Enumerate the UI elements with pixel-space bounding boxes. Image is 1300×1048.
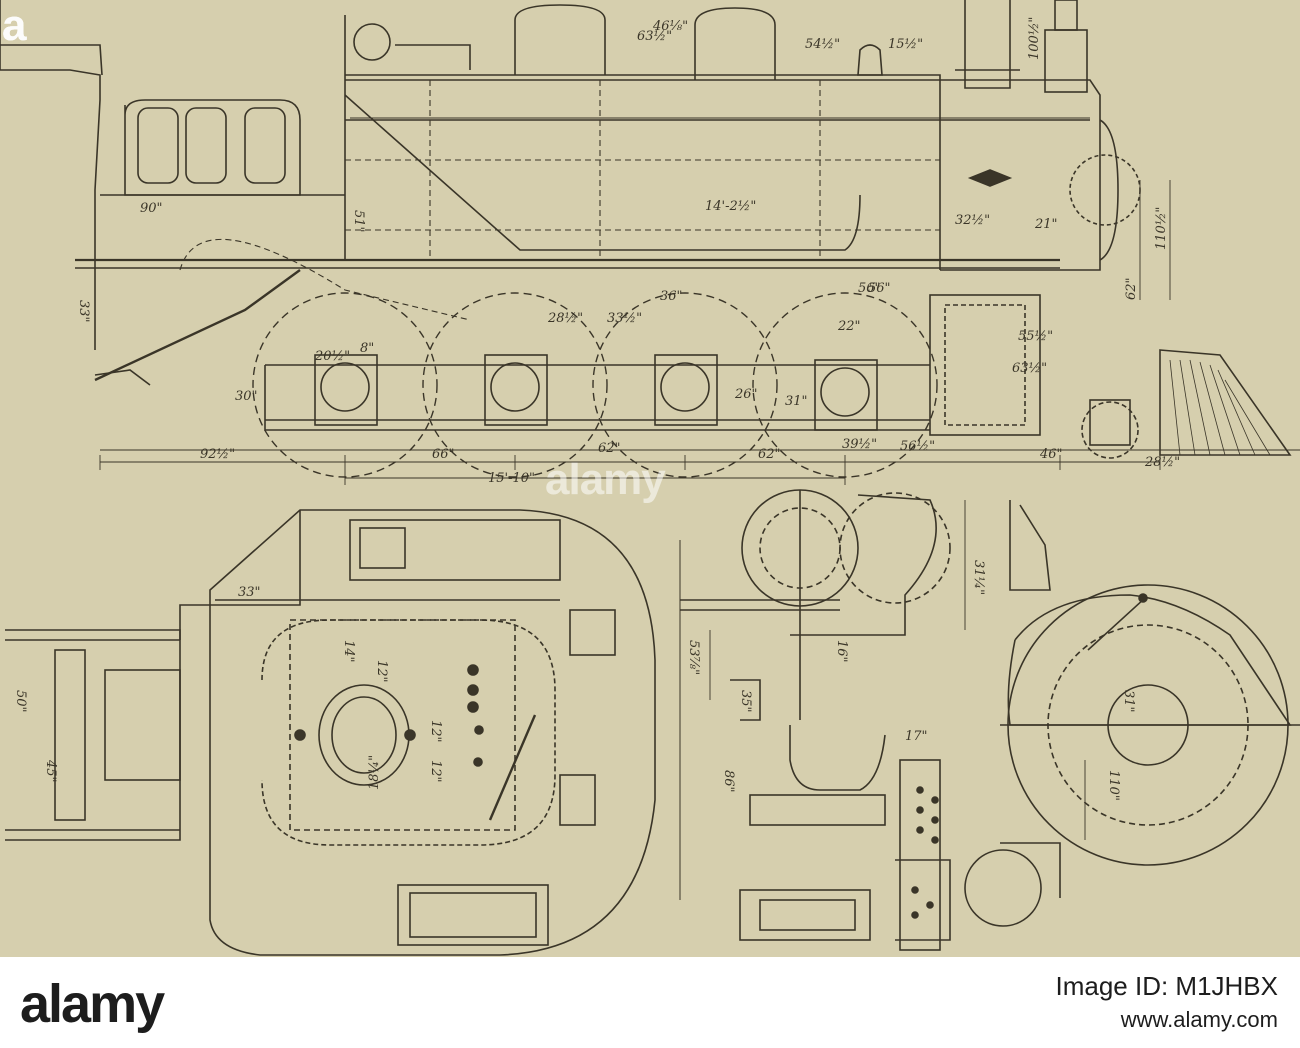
cab-outline (124, 99, 301, 196)
dimension-label: 17" (905, 729, 928, 744)
smoke-stack (964, 0, 1011, 89)
dimension-label: 51" (351, 210, 366, 233)
dimension-label: 100½" (1027, 17, 1042, 60)
dimension-label: 62" (1124, 277, 1139, 300)
dimension-label: 90" (140, 201, 163, 216)
dimension-label: 50" (13, 690, 28, 713)
watermark-a-icon: a (2, 1, 27, 50)
driving-wheels (252, 292, 938, 478)
dimension-label: 36" (660, 289, 683, 304)
dimension-label: 33" (238, 585, 261, 600)
dimension-label: 56" (858, 281, 881, 296)
dimension-label: 66" (432, 447, 455, 462)
dimension-label: 53⅞" (686, 640, 701, 675)
sand-dome (694, 7, 776, 80)
dimension-label: 12" (428, 760, 443, 783)
bell (857, 44, 883, 76)
dimension-label: 63½" (637, 29, 672, 44)
headlight (1044, 29, 1088, 93)
dimension-label: 31¼" (971, 560, 986, 595)
dimension-label: 45" (43, 759, 58, 783)
dimension-label: 33" (76, 300, 91, 323)
front-end-view (679, 489, 1300, 951)
dimension-label: 18¼" (367, 755, 382, 790)
dimension-label: 31" (1121, 690, 1136, 713)
dimension-label: 15'-10" (488, 471, 535, 486)
svg-text:a: a (2, 1, 27, 50)
dimension-label: 14" (341, 640, 356, 663)
dimension-label: 16" (834, 640, 849, 663)
dimension-label: 21" (1034, 217, 1058, 232)
dimension-label: 110½" (1154, 207, 1169, 250)
dimension-label: 86" (721, 770, 736, 793)
dimension-label: 12" (428, 720, 443, 743)
dimension-label: 15½" (888, 37, 923, 52)
dimension-label: 32½" (955, 213, 990, 228)
watermark-a-icon: a (2, 1, 27, 50)
svg-text:a: a (2, 1, 27, 50)
dimension-label: 33½" (607, 311, 642, 326)
watermark-text: alamy (545, 455, 666, 504)
alamy-logo[interactable]: alamy (20, 974, 165, 1034)
dimension-label: 55½" (1018, 329, 1053, 344)
dimension-label: 20½" (314, 349, 350, 364)
dimension-label: 54½" (805, 37, 840, 52)
pilot (1159, 349, 1292, 456)
dimension-label: 46⅛" (652, 19, 688, 34)
dimension-label: 8" (360, 341, 374, 356)
locomotive-engineering-drawing: 90" 51" 33" 28½" 33½" 36" 56" 22" 30" 20½" 8" 26" 31… (0, 0, 1300, 957)
rear-cab-view (5, 509, 656, 956)
watermark-a-icon: a (2, 1, 27, 50)
steam-dome (514, 4, 606, 75)
watermark-a-icon: a (2, 1, 27, 50)
dimension-label: 26" (734, 387, 758, 402)
cab-window (137, 107, 179, 184)
dimension-label: 28½" (1144, 455, 1180, 470)
dimension-label: 56" (868, 281, 891, 296)
dimension-label: 30" (235, 389, 258, 404)
dimension-label: 110" (1106, 770, 1121, 801)
dimension-label: 62" (758, 447, 781, 462)
dimension-label: 56½" (900, 439, 935, 454)
dimension-label: 92½" (200, 447, 235, 462)
cab-window (185, 107, 227, 184)
dimension-label: 39½" (842, 437, 877, 452)
dimension-label: 22" (837, 319, 861, 334)
dimension-label: 62" (598, 441, 621, 456)
cab-window (244, 107, 286, 184)
boiler (345, 79, 1101, 271)
dimension-label: 14'-2½" (705, 199, 756, 214)
svg-text:a: a (2, 1, 27, 50)
dimension-label: 63½" (1012, 361, 1047, 376)
dimension-label: 28½" (547, 311, 583, 326)
dimension-label: 46" (1039, 447, 1063, 462)
drawing-canvas: 90" 51" 33" 28½" 33½" 36" 56" 22" 30" 20½" 8" 26" 31… (0, 0, 1300, 956)
dimension-label: 12" (374, 660, 389, 683)
dimension-label: 31" (785, 394, 808, 409)
dimension-label: 35" (738, 690, 753, 713)
image-id-label: Image ID: M1JHBX (1055, 971, 1278, 1001)
site-url-link[interactable]: www.alamy.com (1120, 1007, 1278, 1032)
stock-footer-bar: alamy Image ID: M1JHBX www.alamy.com (0, 957, 1300, 1048)
svg-text:a: a (2, 1, 27, 50)
side-elevation (0, 0, 1300, 485)
rear-outline (209, 509, 656, 956)
